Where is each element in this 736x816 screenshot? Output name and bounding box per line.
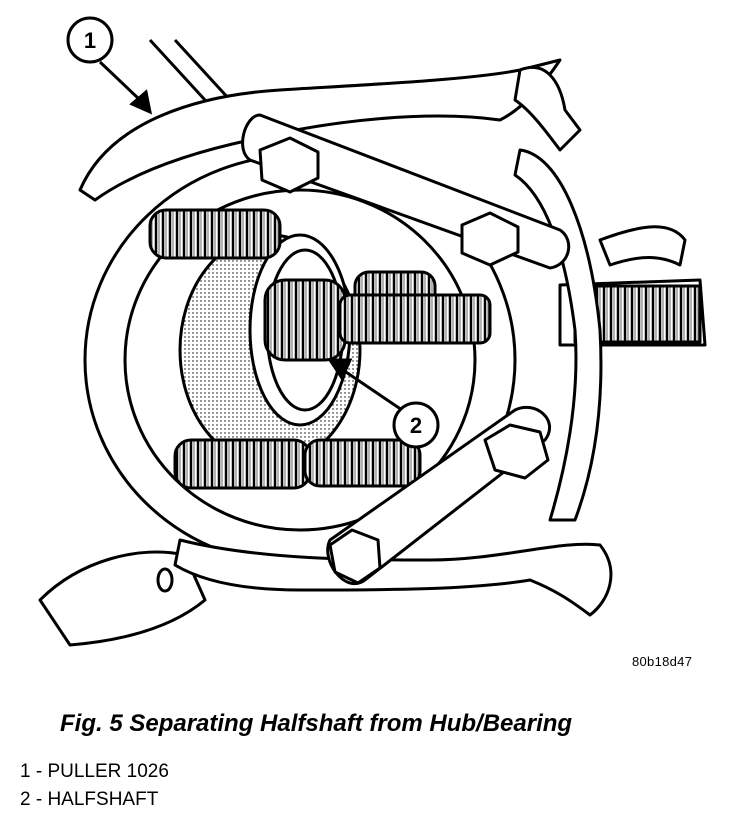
halfshaft-thread xyxy=(263,278,347,362)
callout-1-arrowhead xyxy=(129,89,153,115)
strut-line xyxy=(173,38,232,102)
figure-caption: Fig. 5 Separating Halfshaft from Hub/Bea… xyxy=(60,710,573,737)
knuckle-bolt-hole xyxy=(156,567,174,593)
hub-puller-illustration: 1 2 xyxy=(38,16,707,647)
puller-hook-right xyxy=(598,225,687,267)
halfshaft-thread xyxy=(338,293,492,345)
wheel-stud xyxy=(303,438,422,488)
hub-flange-inner xyxy=(123,188,477,532)
hex-nut xyxy=(328,528,382,585)
callout-2-number: 2 xyxy=(410,413,422,438)
callout-1: 1 xyxy=(66,16,114,64)
legend-item: 1 - PULLER 1026 xyxy=(20,761,169,782)
hex-nut xyxy=(258,136,320,194)
callout-1-leader xyxy=(98,60,142,102)
callout-2: 2 xyxy=(392,401,440,449)
callout-1-number: 1 xyxy=(84,28,96,53)
wheel-stud xyxy=(173,438,312,490)
callout-2-arrowhead xyxy=(327,358,353,382)
strut-line xyxy=(148,38,207,102)
puller-jaw-top-hook xyxy=(513,65,582,152)
legend-item: 2 - HALFSHAFT xyxy=(20,789,159,810)
puller-jaw-bottom xyxy=(173,538,613,617)
wheel-stud xyxy=(148,208,282,260)
hex-nut xyxy=(483,423,550,480)
callout-2-leader xyxy=(339,366,406,414)
steering-knuckle xyxy=(38,550,207,647)
hex-nut xyxy=(460,211,520,267)
illustration-code: 80b18d47 xyxy=(632,654,693,669)
legend: 1 - PULLER 1026 2 - HALFSHAFT xyxy=(20,758,169,814)
